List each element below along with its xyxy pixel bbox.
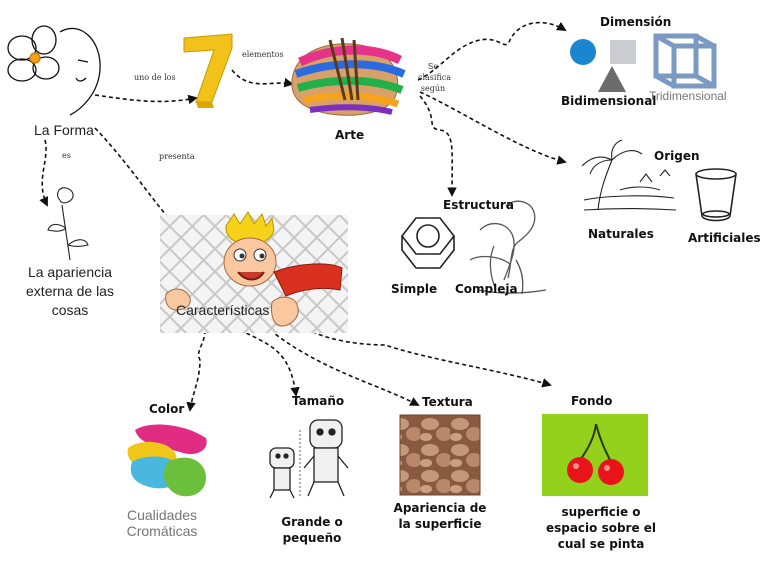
- node-arte: Arte: [335, 128, 365, 142]
- link-car-color: [186, 329, 206, 412]
- link-arte-dimension: [417, 21, 567, 81]
- node-bidimensional: Bidimensional: [561, 94, 657, 108]
- link-label-se-clasifica: Se clasifica según: [418, 62, 452, 93]
- node-tamano: Tamaño: [292, 394, 345, 408]
- node-compleja: Compleja: [455, 282, 518, 296]
- node-fondo-descripcion: superficie o espacio sobre el cual se pi…: [545, 505, 657, 552]
- node-textura: Textura: [422, 395, 473, 409]
- node-cualidades-cromaticas: Cualidades Cromáticas: [126, 507, 198, 540]
- link-forma-apariencia: [39, 139, 49, 207]
- node-dimension: Dimensión: [600, 15, 672, 29]
- link-label-elementos: elementos: [242, 50, 284, 59]
- node-simple: Simple: [391, 282, 438, 296]
- link-label-es: es: [62, 151, 71, 160]
- node-naturales: Naturales: [588, 227, 654, 241]
- rose-icon: [47, 187, 89, 261]
- link-arte-estructura: [419, 95, 457, 197]
- link-car-tamano: [239, 329, 300, 397]
- connectors: [39, 21, 567, 412]
- robots-icon: [269, 419, 349, 499]
- palm-beach-icon: [581, 139, 677, 211]
- link-car-fondo: [299, 324, 552, 388]
- node-la-forma: La Forma: [34, 122, 94, 138]
- node-tridimensional: Tridimensional: [649, 89, 727, 103]
- link-arte-origen: [419, 91, 567, 165]
- link-label-uno-de-los: uno de los: [134, 73, 176, 82]
- glass-icon: [695, 168, 737, 222]
- link-car-textura: [269, 329, 420, 406]
- hex-nut-icon: [400, 217, 456, 269]
- link-seven-arte: [231, 69, 294, 88]
- link-label-presenta: presenta: [159, 152, 195, 161]
- cherry-icon: [542, 414, 648, 496]
- node-color: Color: [149, 402, 185, 416]
- palette-icon: [291, 37, 406, 116]
- node-apariencia-superficie: Apariencia de la superficie: [393, 501, 487, 532]
- cartoon-boy-icon: [160, 211, 348, 333]
- node-apariencia-externa: La apariencia externa de las cosas: [26, 264, 114, 318]
- color-splash-icon: [127, 424, 207, 497]
- link-forma-seven: [94, 94, 198, 105]
- seven-icon: [183, 33, 233, 108]
- node-artificiales: Artificiales: [688, 231, 761, 245]
- stone-texture-icon: [399, 414, 481, 496]
- node-origen: Origen: [654, 149, 700, 163]
- impossible-cube-icon: [653, 33, 717, 89]
- flower-face-icon: [7, 25, 101, 116]
- node-estructura: Estructura: [443, 198, 514, 212]
- node-caracteristicas: Características: [176, 302, 270, 318]
- sculpture-icon: [469, 200, 547, 295]
- shapes-icon: [570, 39, 636, 92]
- node-grande-o-pequeno: Grande o pequeño: [281, 515, 343, 546]
- node-fondo: Fondo: [571, 394, 613, 408]
